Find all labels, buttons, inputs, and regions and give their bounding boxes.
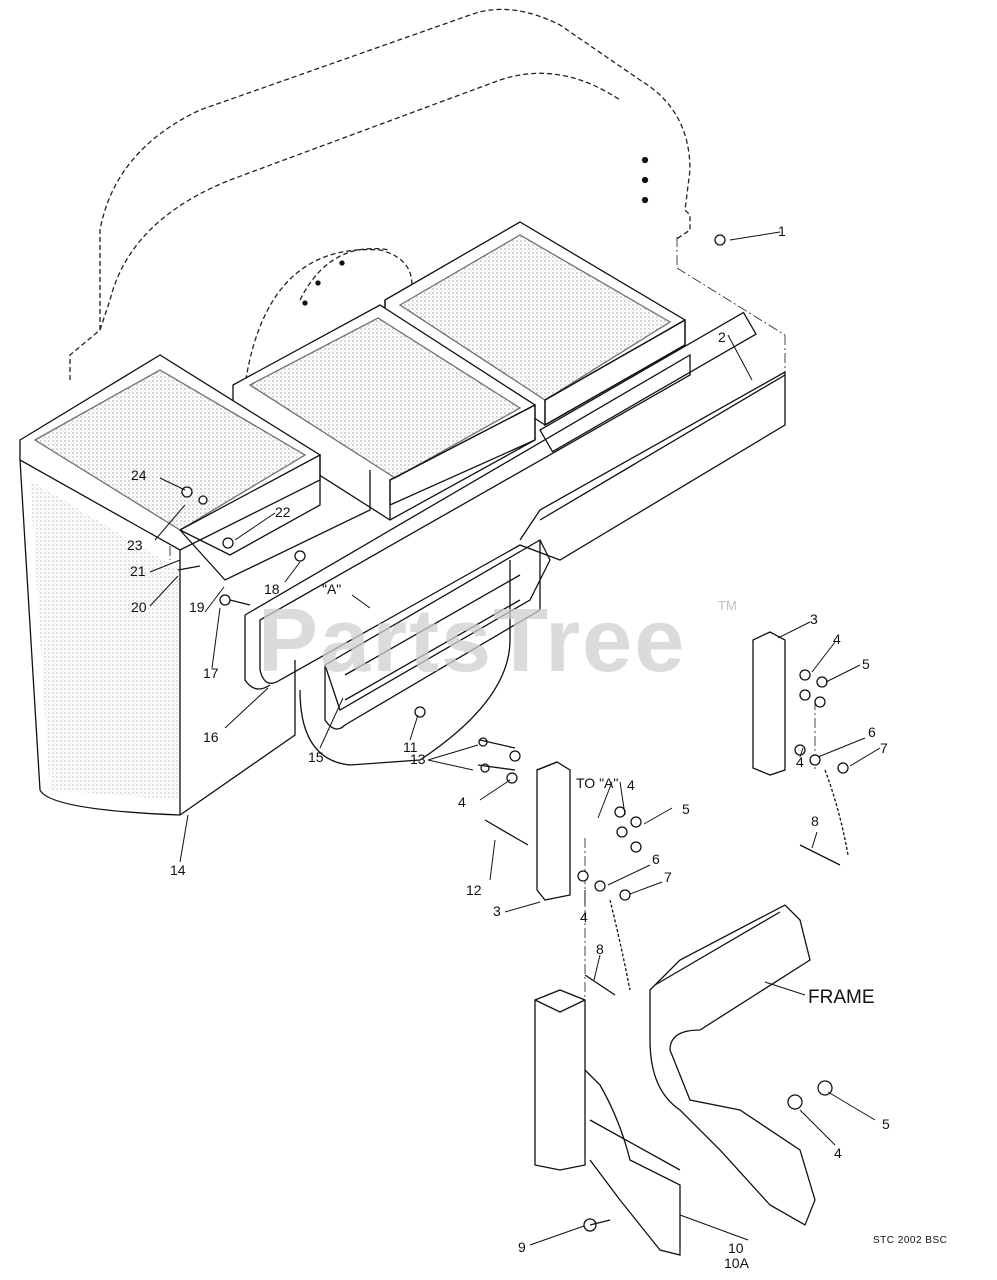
callout-10a: 10A: [724, 1255, 749, 1271]
leader-lines: [149, 231, 881, 1246]
callout-3-right: 3: [810, 611, 818, 627]
machine-frame: [649, 904, 816, 1226]
callout-4-left: 4: [458, 794, 466, 810]
fasteners: [181, 234, 849, 1232]
hood-outline: [69, 8, 691, 461]
callout-22: 22: [275, 504, 291, 520]
callout-19: 19: [189, 599, 205, 615]
callout-18: 18: [264, 581, 280, 597]
hood-holes: [302, 156, 649, 306]
drawing-code: STC 2002 BSC: [873, 1235, 948, 1246]
callout-11: 11: [403, 739, 418, 755]
mount-bracket: [244, 311, 786, 690]
callout-7-mid: 7: [664, 869, 672, 885]
callout-4-right-lower: 4: [796, 754, 804, 770]
watermark: PartsTree: [258, 591, 687, 691]
right-post: [752, 631, 786, 776]
callout-5-mid: 5: [682, 801, 690, 817]
callout-8-right: 8: [811, 813, 819, 829]
callout-to-a: TO "A": [576, 775, 619, 791]
callout-2: 2: [718, 329, 726, 345]
callout-12: 12: [466, 882, 482, 898]
callout-5-right: 5: [862, 656, 870, 672]
callout-4-frame: 4: [834, 1145, 842, 1161]
left-post: [536, 761, 571, 901]
callout-15: 15: [308, 749, 324, 765]
plate-10: [584, 1069, 681, 1256]
bag-frames: [179, 318, 686, 581]
left-bag: [19, 354, 321, 816]
callout-7-right: 7: [880, 740, 888, 756]
callout-5-frame: 5: [882, 1116, 890, 1132]
watermark-trademark: TM: [718, 598, 737, 613]
channel-bracket: [324, 539, 551, 730]
callout-10: 10: [728, 1240, 744, 1256]
reference-a: "A": [322, 581, 342, 597]
callout-4-right: 4: [833, 631, 841, 647]
callout-14: 14: [170, 862, 186, 878]
callout-20: 20: [131, 599, 147, 615]
callout-4-post: 4: [580, 909, 588, 925]
callout-24: 24: [131, 467, 147, 483]
callout-17: 17: [203, 665, 219, 681]
lower-post: [534, 989, 586, 1171]
callout-4-mid: 4: [627, 777, 635, 793]
callout-13: 13: [410, 751, 426, 767]
callout-8-lower: 8: [596, 941, 604, 957]
callout-6-right: 6: [868, 724, 876, 740]
callout-6-mid: 6: [652, 851, 660, 867]
callout-21: 21: [130, 563, 146, 579]
callout-16: 16: [203, 729, 219, 745]
bolts: [177, 565, 849, 1226]
callout-9: 9: [518, 1239, 526, 1255]
frame-label: FRAME: [808, 987, 875, 1008]
callout-1: 1: [778, 223, 786, 239]
callout-23: 23: [127, 537, 143, 553]
callout-3-left: 3: [493, 903, 501, 919]
